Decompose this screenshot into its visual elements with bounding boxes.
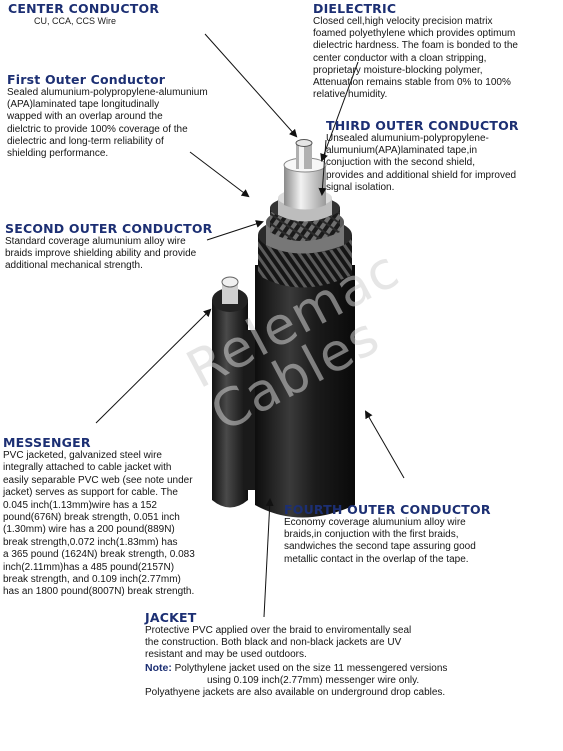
- jacket-title: JACKET: [145, 610, 197, 625]
- jacket-callout: JACKET Protective PVC applied over the b…: [145, 610, 447, 699]
- dielectric-callout: DIELECTRIC Closed cell,high velocity pre…: [313, 1, 518, 101]
- jacket-drawing: [255, 265, 355, 518]
- jacket-description: Protective PVC applied over the braid to…: [145, 625, 412, 661]
- jacket-note: Note: Polythylene jacket used on the siz…: [145, 661, 448, 699]
- third-outer-conductor-title: THIRD OUTER CONDUCTOR: [326, 118, 519, 133]
- jacket-note-label: Note:: [145, 661, 172, 674]
- messenger-wire-drawing: [212, 276, 248, 508]
- center-conductor-subtitle: CU, CCA, CCS Wire: [34, 16, 117, 26]
- messenger-title: MESSENGER: [3, 435, 91, 450]
- callout-arrows: [95, 33, 405, 618]
- first-outer-conductor-description: Sealed alumunium-polypropylene-alumunium…: [7, 87, 208, 160]
- fourth-outer-conductor-title: FOURTH OUTER CONDUCTOR: [284, 502, 491, 517]
- center-conductor-callout: CENTER CONDUCTOR CU, CCA, CCS Wire: [8, 1, 159, 27]
- third-outer-conductor-callout: THIRD OUTER CONDUCTOR Unsealed alumunium…: [326, 118, 519, 194]
- messenger-callout: MESSENGER PVC jacketed, galvanized steel…: [3, 435, 195, 599]
- dielectric-title: DIELECTRIC: [313, 1, 397, 16]
- second-outer-conductor-description: Standard coverage alumunium alloy wire b…: [5, 236, 197, 272]
- first-outer-conductor-callout: First Outer Conductor Sealed alumunium-p…: [7, 72, 208, 160]
- third-outer-conductor-description: Unsealed alumunium-polypropylene- alumun…: [326, 133, 517, 193]
- fourth-outer-conductor-callout: FOURTH OUTER CONDUCTOR Economy coverage …: [284, 502, 491, 566]
- first-outer-conductor-title: First Outer Conductor: [7, 72, 166, 87]
- second-outer-conductor-callout: SECOND OUTER CONDUCTOR Standard coverage…: [5, 221, 213, 273]
- second-outer-conductor-title: SECOND OUTER CONDUCTOR: [5, 221, 213, 236]
- dielectric-description: Closed cell,high velocity precision matr…: [313, 16, 518, 101]
- center-conductor-drawing: [295, 139, 313, 169]
- fourth-outer-conductor-description: Economy coverage alumunium alloy wire br…: [284, 517, 476, 565]
- messenger-description: PVC jacketed, galvanized steel wire inte…: [3, 450, 195, 598]
- center-conductor-title: CENTER CONDUCTOR: [8, 1, 160, 16]
